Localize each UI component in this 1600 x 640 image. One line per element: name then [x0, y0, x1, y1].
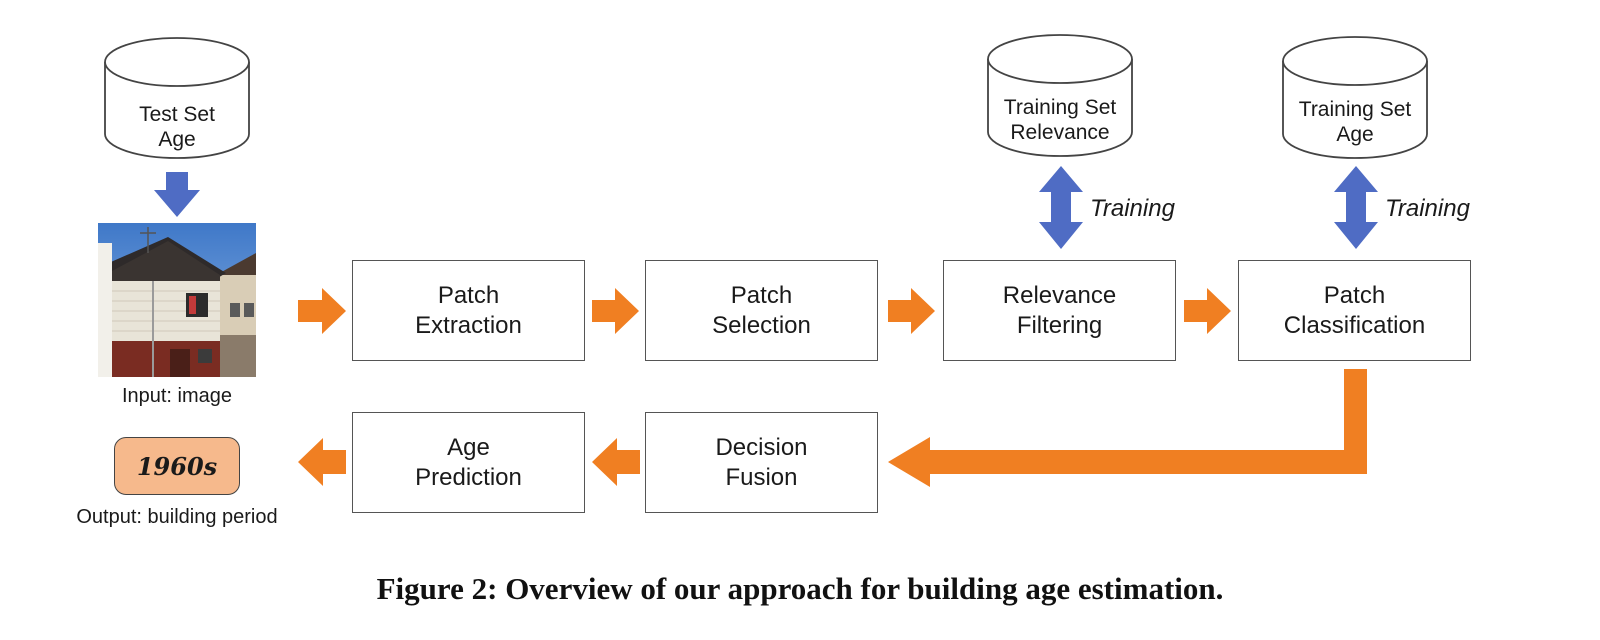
arrow-down-blue: [154, 172, 200, 217]
arrow-double-blue-relevance: [1039, 166, 1083, 249]
step-patch-classification-label: Patch Classification: [1283, 281, 1426, 339]
arrow-right-2: [592, 288, 639, 334]
db-test-set-age-label: Test Set Age: [139, 103, 215, 151]
step-decision-fusion: Decision Fusion: [645, 412, 878, 513]
db-training-set-age-label: Training Set Age: [1298, 98, 1412, 146]
input-caption: Input: image: [121, 385, 233, 407]
arrow-right-3: [888, 288, 935, 334]
step-decision-fusion-label: Decision Fusion: [715, 433, 808, 491]
arrow-elbow: [888, 369, 1367, 487]
output-caption: Output: building period: [76, 506, 278, 528]
step-patch-extraction-label: Patch Extraction: [415, 281, 522, 339]
arrow-right-1: [298, 288, 346, 334]
step-age-prediction: Age Prediction: [352, 412, 585, 513]
input-image: [98, 223, 256, 377]
arrow-left-2: [298, 438, 346, 486]
step-age-prediction-label: Age Prediction: [415, 433, 522, 491]
arrow-double-blue-age: [1334, 166, 1378, 249]
step-patch-selection-label: Patch Selection: [712, 281, 811, 339]
arrow-left-1: [592, 438, 640, 486]
training-label-age: Training: [1385, 195, 1470, 222]
db-training-set-age: Training Set Age: [1281, 34, 1429, 162]
step-patch-selection: Patch Selection: [645, 260, 878, 361]
step-patch-extraction: Patch Extraction: [352, 260, 585, 361]
db-training-set-relevance-label: Training Set Relevance: [1003, 96, 1117, 144]
db-training-set-relevance: Training Set Relevance: [986, 32, 1134, 160]
db-test-set-age: Test Set Age: [103, 35, 251, 161]
output-period-badge: 1960s: [114, 437, 240, 495]
figure-caption: Figure 2: Overview of our approach for b…: [376, 571, 1224, 606]
step-patch-classification: Patch Classification: [1238, 260, 1471, 361]
step-relevance-filtering-label: Relevance Filtering: [1002, 281, 1117, 339]
training-label-relevance: Training: [1090, 195, 1175, 222]
step-relevance-filtering: Relevance Filtering: [943, 260, 1176, 361]
arrow-right-4: [1184, 288, 1231, 334]
